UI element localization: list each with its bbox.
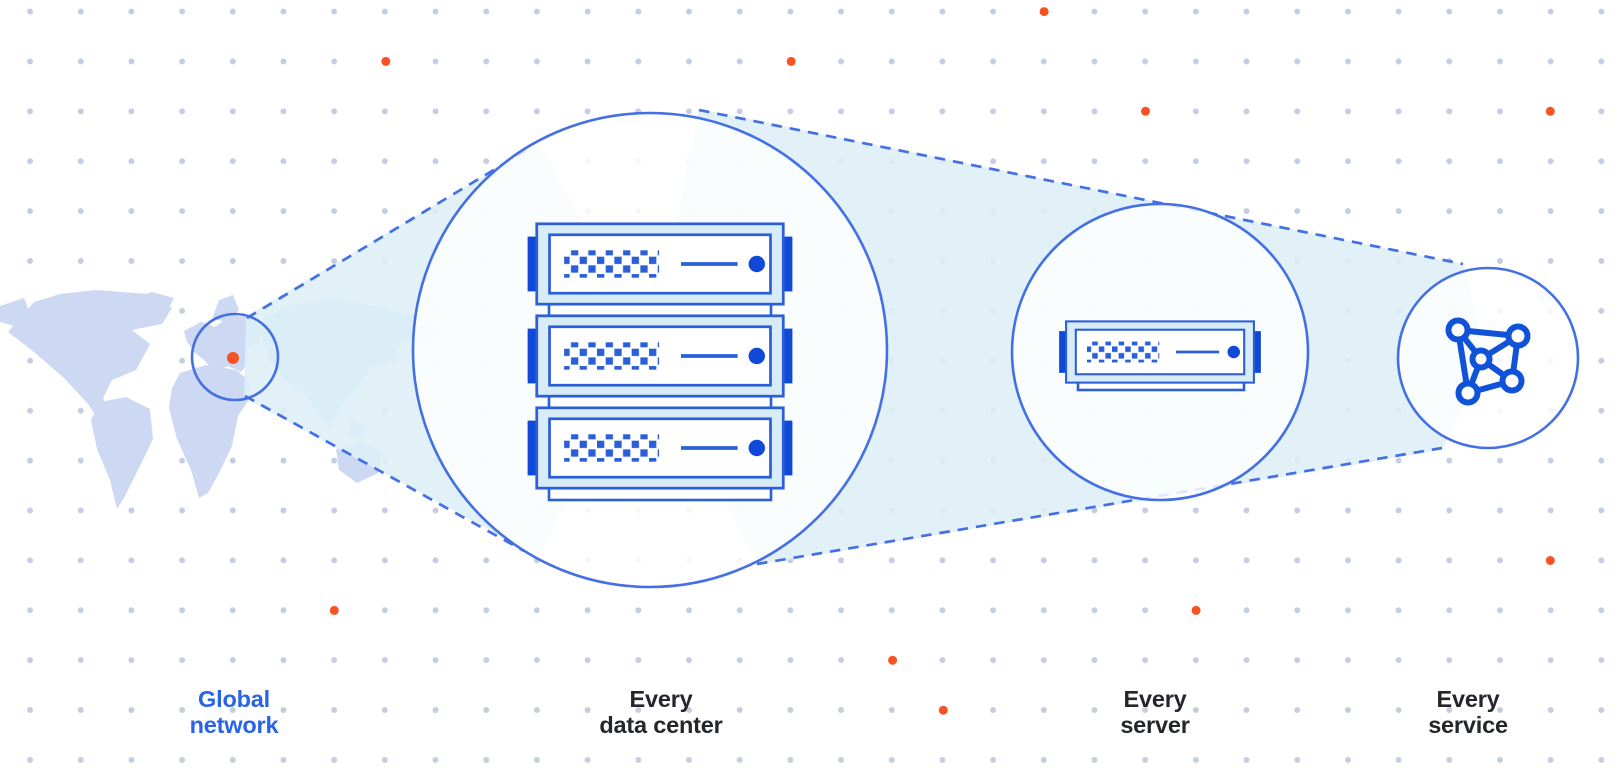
orange-dot [1545,556,1555,565]
map-location-dot [227,352,239,364]
orange-dot [888,655,898,665]
label-global-network: Global network [189,686,279,738]
orange-dot [329,605,339,615]
label-every-server: Every server [1120,686,1190,738]
orange-dot [381,56,391,66]
zoom-dashed-lines [244,108,1464,566]
orange-dot [1545,106,1555,116]
label-every-service: Every service [1428,686,1508,738]
server-unit-single [1057,320,1263,384]
orange-dot [1141,106,1150,116]
orange-dot [1039,7,1049,17]
server-unit-2 [528,316,793,396]
orange-dot [1191,605,1201,615]
dashed-line-bottom-left [244,394,525,553]
label-every-data-center: Every data center [599,686,723,738]
server-icon [1057,320,1263,392]
server-unit-3 [528,408,793,488]
server-unit-1 [528,224,793,304]
dashed-line-top-right [698,108,1464,266]
orange-dot [938,705,948,715]
pop-dots [227,7,1555,715]
network-mesh-icon [1445,317,1531,406]
dashed-line-bottom-right [756,446,1443,566]
server-rack-icon [528,224,793,502]
global-network-lens-circle [190,312,280,402]
orange-dot [786,56,796,66]
